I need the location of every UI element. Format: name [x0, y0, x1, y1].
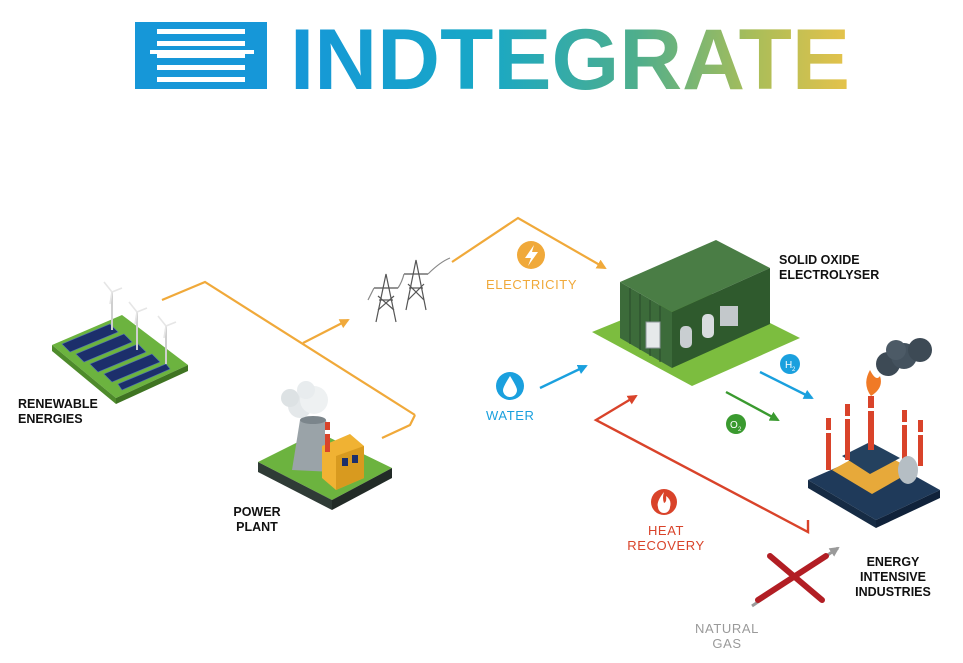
flame-icon [651, 489, 677, 515]
natural-gas-label: NATURAL GAS [695, 621, 759, 651]
water-drop-icon [496, 372, 524, 400]
o2-label: O [730, 420, 738, 431]
logo-text: INDTEGRATE [290, 12, 850, 108]
o2-badge: O 2 [726, 414, 746, 434]
cross-mark-icon [755, 553, 829, 603]
h2-label: H [785, 360, 792, 371]
o2-subscript: 2 [738, 427, 742, 433]
industry-illustration [808, 338, 940, 528]
o2-arrow [725, 390, 780, 422]
electricity-lines [161, 216, 607, 439]
renewable-energies-illustration [52, 281, 188, 404]
water-arrow [539, 364, 588, 390]
electrolyser-label: SOLID OXIDE ELECTROLYSER [779, 253, 880, 282]
power-pylons-illustration [367, 257, 451, 323]
power-plant-label: POWER PLANT [233, 505, 281, 534]
heat-recovery-label: HEAT RECOVERY [627, 523, 705, 553]
lightning-icon [517, 241, 545, 269]
electricity-label: ELECTRICITY [486, 277, 578, 292]
renewable-energies-label: RENEWABLE ENERGIES [18, 397, 98, 426]
electrolyser-illustration [592, 240, 800, 386]
heat-recovery-line [593, 394, 810, 534]
power-plant-illustration [258, 381, 392, 510]
h2-arrow [759, 370, 814, 400]
h2-badge: H 2 [780, 354, 800, 374]
h2-subscript: 2 [792, 367, 796, 373]
logo-mark [135, 22, 267, 89]
water-label: WATER [486, 408, 535, 423]
industries-label: ENERGY INTENSIVE INDUSTRIES [855, 555, 931, 599]
